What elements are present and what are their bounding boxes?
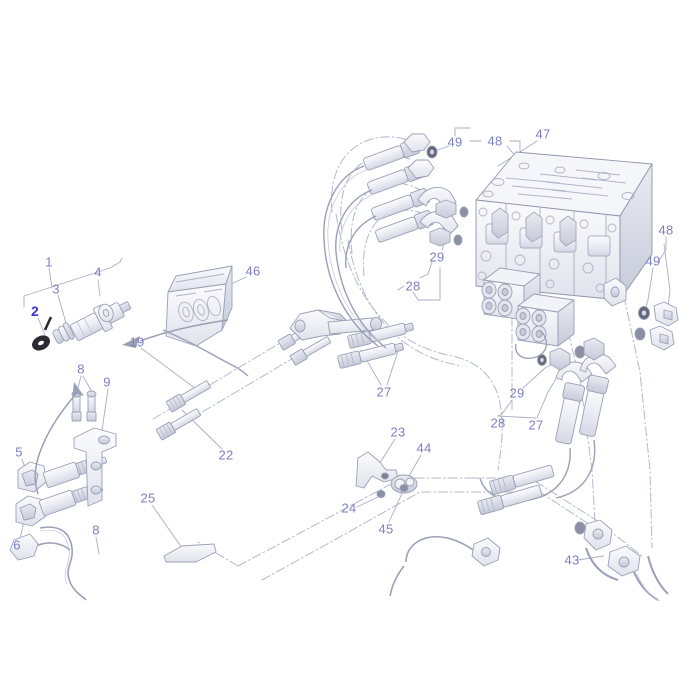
callout-29-upper: 29 — [429, 249, 445, 265]
callout-28-lower: 28 — [490, 415, 506, 431]
callout-46: 46 — [245, 263, 261, 279]
callout-5: 5 — [15, 444, 23, 460]
callout-8-lower: 8 — [92, 522, 100, 538]
callout-44: 44 — [416, 440, 432, 456]
callout-2: 2 — [30, 303, 40, 319]
callout-23: 23 — [390, 424, 406, 440]
callout-49-upper: 49 — [447, 134, 463, 150]
callout-24: 24 — [341, 500, 357, 516]
callout-27-upper: 27 — [376, 384, 392, 400]
callout-49-right: 49 — [645, 253, 661, 269]
callout-4: 4 — [94, 264, 102, 280]
callout-6: 6 — [13, 537, 21, 553]
callout-48-right: 48 — [658, 222, 674, 238]
callout-27-lower: 27 — [528, 417, 544, 433]
callout-28-upper: 28 — [405, 278, 421, 294]
callout-45: 45 — [378, 521, 394, 537]
callout-8-upper: 8 — [77, 361, 85, 377]
callout-1: 1 — [45, 254, 53, 270]
callout-25: 25 — [140, 490, 156, 506]
callout-19: 19 — [129, 334, 145, 350]
callout-22: 22 — [218, 447, 234, 463]
callout-48-upper: 48 — [487, 133, 503, 149]
callout-3: 3 — [52, 281, 60, 297]
callout-47: 47 — [535, 126, 551, 142]
callout-43: 43 — [564, 552, 580, 568]
callout-29-lower: 29 — [509, 385, 525, 401]
callout-9: 9 — [103, 374, 111, 390]
